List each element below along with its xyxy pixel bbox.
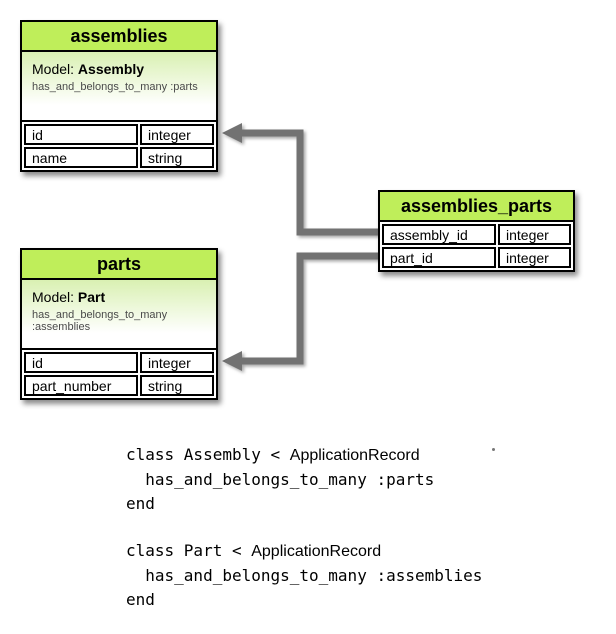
code-line: end: [126, 494, 155, 513]
table-title: assemblies_parts: [380, 192, 573, 222]
table-title: assemblies: [22, 22, 216, 52]
field-cell: id: [24, 124, 138, 145]
type-cell: string: [140, 375, 214, 396]
table-row: id integer: [24, 352, 214, 373]
model-line: Model: Part: [32, 289, 206, 305]
connector-assembly-id-to-assemblies: [240, 129, 380, 236]
superclass-text: ApplicationRecord: [251, 543, 382, 560]
speck-artifact: [492, 448, 495, 451]
code-line: end: [126, 590, 155, 609]
model-section: Model: Assembly has_and_belongs_to_many …: [22, 52, 216, 122]
field-cell: part_number: [24, 375, 138, 396]
code-line: has_and_belongs_to_many :assemblies: [126, 566, 483, 585]
association-text: has_and_belongs_to_many :assemblies: [32, 309, 168, 333]
type-cell: string: [140, 147, 214, 168]
model-section: Model: Part has_and_belongs_to_many :ass…: [22, 280, 216, 350]
type-cell: integer: [498, 224, 571, 245]
field-cell: part_id: [382, 247, 496, 268]
field-cell: name: [24, 147, 138, 168]
code-block-part: class Part < ApplicationRecord has_and_b…: [126, 539, 482, 612]
model-label: Model:: [32, 289, 75, 305]
field-cell: assembly_id: [382, 224, 496, 245]
table-row: part_number string: [24, 375, 214, 396]
table-assemblies-parts: assemblies_parts assembly_id integer par…: [378, 190, 575, 272]
connector-part-id-to-parts: [240, 252, 380, 365]
column-rows: id integer part_number string: [22, 350, 216, 398]
table-row: part_id integer: [382, 247, 571, 268]
code-line: class Part < ApplicationRecord: [126, 539, 482, 564]
association-text: has_and_belongs_to_many :parts: [32, 81, 198, 93]
model-name: Assembly: [77, 61, 145, 77]
column-rows: assembly_id integer part_id integer: [380, 222, 573, 270]
model-line: Model: Assembly: [32, 61, 206, 77]
table-assemblies: assemblies Model: Assembly has_and_belon…: [20, 20, 218, 172]
code-text: class Assembly <: [126, 445, 290, 464]
table-row: name string: [24, 147, 214, 168]
code-line: class Assembly < ApplicationRecord: [126, 443, 434, 468]
code-block-assembly: class Assembly < ApplicationRecord has_a…: [126, 443, 434, 516]
table-row: assembly_id integer: [382, 224, 571, 245]
model-label: Model:: [32, 61, 75, 77]
code-text: class Part <: [126, 541, 252, 560]
type-cell: integer: [498, 247, 571, 268]
table-row: id integer: [24, 124, 214, 145]
type-cell: integer: [140, 124, 214, 145]
arrow-left-icon: [222, 123, 242, 143]
arrow-left-icon: [222, 351, 242, 371]
table-title: parts: [22, 250, 216, 280]
column-rows: id integer name string: [22, 122, 216, 170]
field-cell: id: [24, 352, 138, 373]
type-cell: integer: [140, 352, 214, 373]
superclass-text: ApplicationRecord: [289, 447, 420, 464]
model-name: Part: [77, 289, 106, 305]
code-line: has_and_belongs_to_many :parts: [126, 470, 435, 489]
table-parts: parts Model: Part has_and_belongs_to_man…: [20, 248, 218, 400]
